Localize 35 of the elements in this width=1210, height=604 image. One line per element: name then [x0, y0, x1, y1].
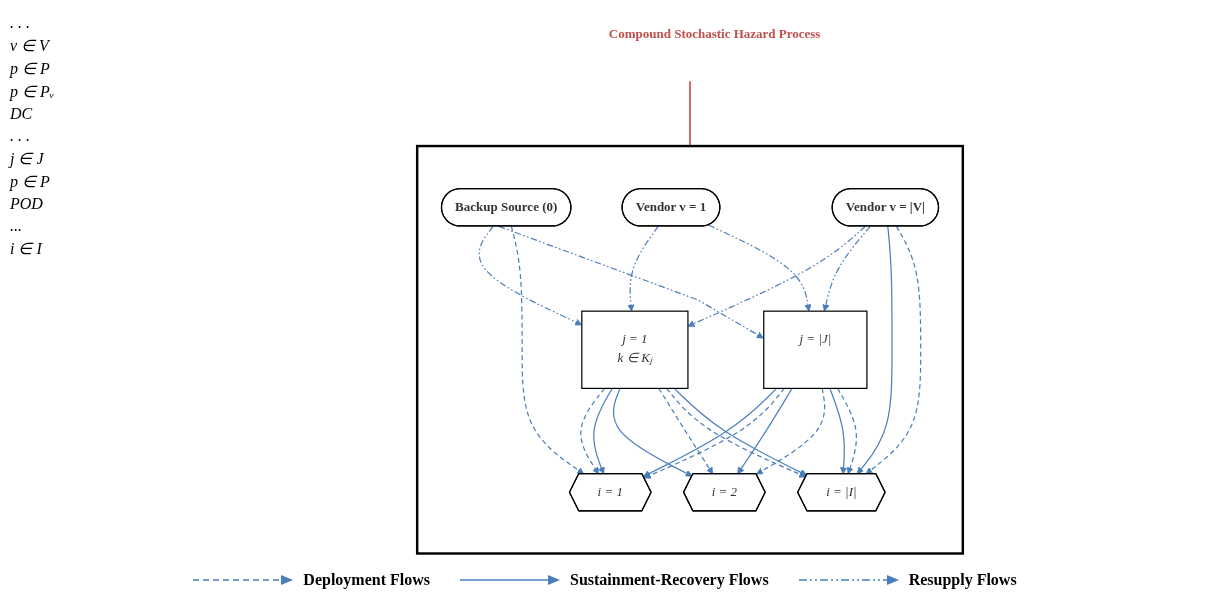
arrow: [580, 387, 606, 475]
arrow: [627, 225, 659, 312]
math-label: ...: [10, 217, 23, 235]
math-label: . . .: [10, 14, 31, 32]
arrow: [510, 225, 585, 475]
math-label: j ∈ J: [10, 149, 45, 168]
math-label: p ∈ Pᵥ: [10, 82, 56, 101]
node-text: Compound Stochastic Hazard Process: [608, 26, 821, 41]
math-label: DC: [10, 105, 34, 123]
legend-label: Resupply Flows: [908, 571, 1017, 589]
arrow: [593, 387, 613, 475]
math-label: p ∈ P: [10, 172, 51, 191]
arrow: [856, 225, 893, 475]
arrow: [756, 387, 826, 475]
arrow: [707, 224, 812, 312]
node-box: j = 1 k ∈ Kⱼ: [581, 310, 689, 389]
node-box: j = |J|: [763, 310, 868, 389]
legend-label: Sustainment-Recovery Flows: [570, 571, 769, 589]
connector: [689, 80, 691, 147]
arrow: [865, 225, 922, 475]
arrow: [737, 387, 793, 475]
math-label: v ∈ V: [10, 36, 51, 55]
arrow: [498, 225, 764, 339]
math-label: p ∈ P: [10, 59, 51, 78]
arrow: [687, 225, 866, 327]
math-label: i ∈ I: [10, 239, 44, 258]
legend-label: Deployment Flows: [303, 571, 430, 589]
arrow: [837, 387, 857, 475]
arrow: [612, 387, 693, 477]
arrow: [658, 387, 714, 475]
arrow: [822, 225, 871, 312]
math-label: POD: [10, 195, 44, 213]
cluster: [415, 144, 965, 555]
arrow: [829, 387, 848, 475]
math-label: . . .: [10, 127, 31, 145]
